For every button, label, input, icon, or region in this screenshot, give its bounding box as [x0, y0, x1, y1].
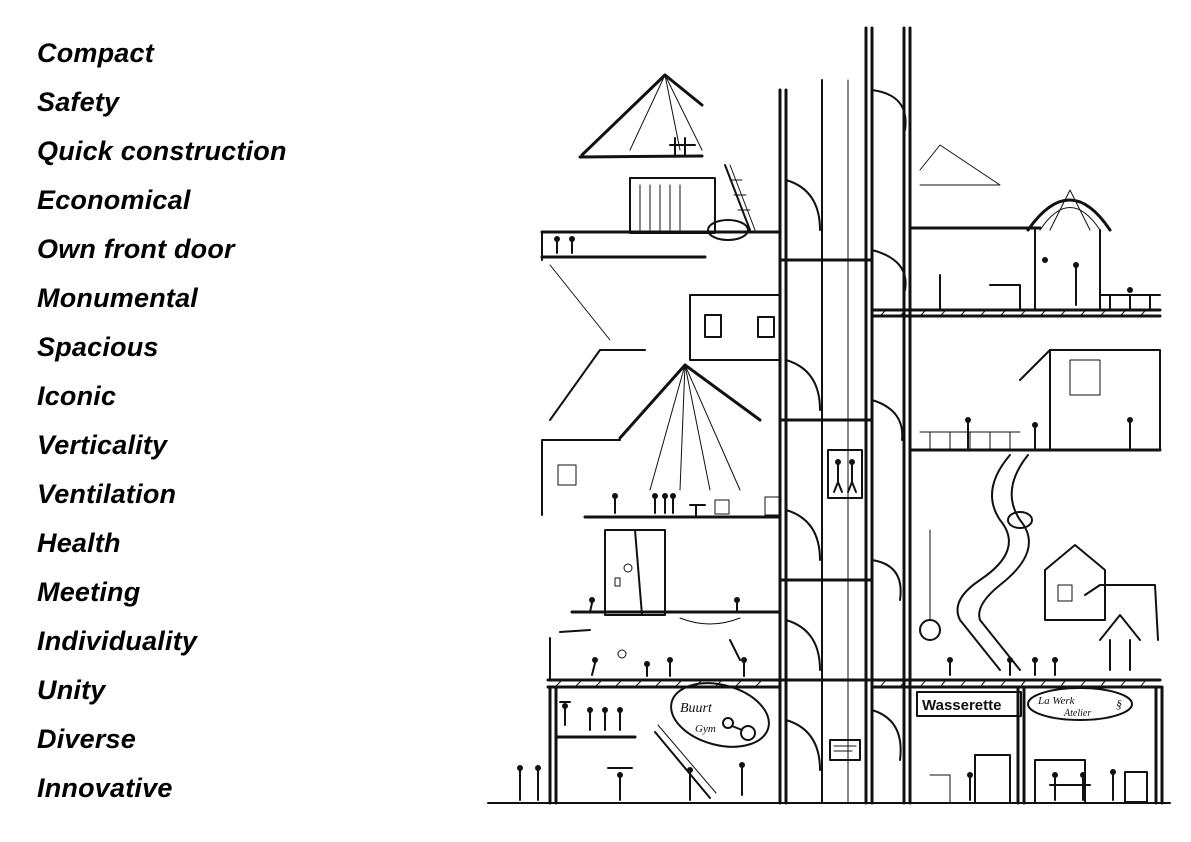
keyword-individuality: Individuality	[37, 626, 198, 656]
keyword-meeting: Meeting	[37, 577, 141, 607]
wasserette-sign: Wasserette	[916, 691, 1022, 717]
elevator-core	[778, 26, 912, 805]
playing-figures	[591, 649, 747, 677]
building-section-sketch: Buurt Gym	[480, 20, 1180, 820]
wasserette-sign-text: Wasserette	[922, 697, 1001, 714]
keyword-monumental: Monumental	[37, 283, 198, 313]
keyword-safety: Safety	[37, 87, 120, 117]
keyword-quick-construction: Quick construction	[37, 136, 287, 166]
atelier-sign-line1: La Werk	[1037, 695, 1076, 707]
right-tower: Wasserette La Werk Atelier §	[870, 144, 1164, 805]
keyword-iconic: Iconic	[37, 381, 117, 411]
keyword-compact: Compact	[37, 38, 154, 68]
spiral-slide	[956, 454, 1033, 671]
buurt-gym-sign: Buurt Gym	[670, 682, 770, 748]
keyword-spacious: Spacious	[37, 332, 159, 362]
gym-figures	[517, 701, 745, 801]
playdeck-figures	[947, 657, 1058, 676]
keyword-health: Health	[37, 528, 121, 558]
keyword-verticality: Verticality	[37, 430, 168, 460]
disco-ball-icon	[919, 619, 941, 641]
atelier-sign-line2: Atelier	[1063, 708, 1091, 719]
dumbbell-icon	[722, 717, 734, 729]
keyword-innovative: Innovative	[37, 773, 173, 803]
keyword-list: Compact Safety Quick construction Econom…	[37, 29, 287, 813]
atelier-sign-symbol: §	[1116, 697, 1122, 711]
keyword-own-front-door: Own front door	[37, 234, 235, 264]
werk-atelier-sign: La Werk Atelier §	[1027, 687, 1133, 721]
gym-sign-line1: Buurt	[680, 701, 713, 716]
keyword-ventilation: Ventilation	[37, 479, 177, 509]
diners	[612, 493, 780, 516]
keyword-unity: Unity	[37, 675, 106, 705]
keyword-diverse: Diverse	[37, 724, 136, 754]
keyword-economical: Economical	[37, 185, 191, 215]
left-tower: Buurt Gym	[517, 73, 782, 805]
gym-sign-line2: Gym	[695, 723, 716, 735]
spiral-stairs	[785, 89, 907, 771]
